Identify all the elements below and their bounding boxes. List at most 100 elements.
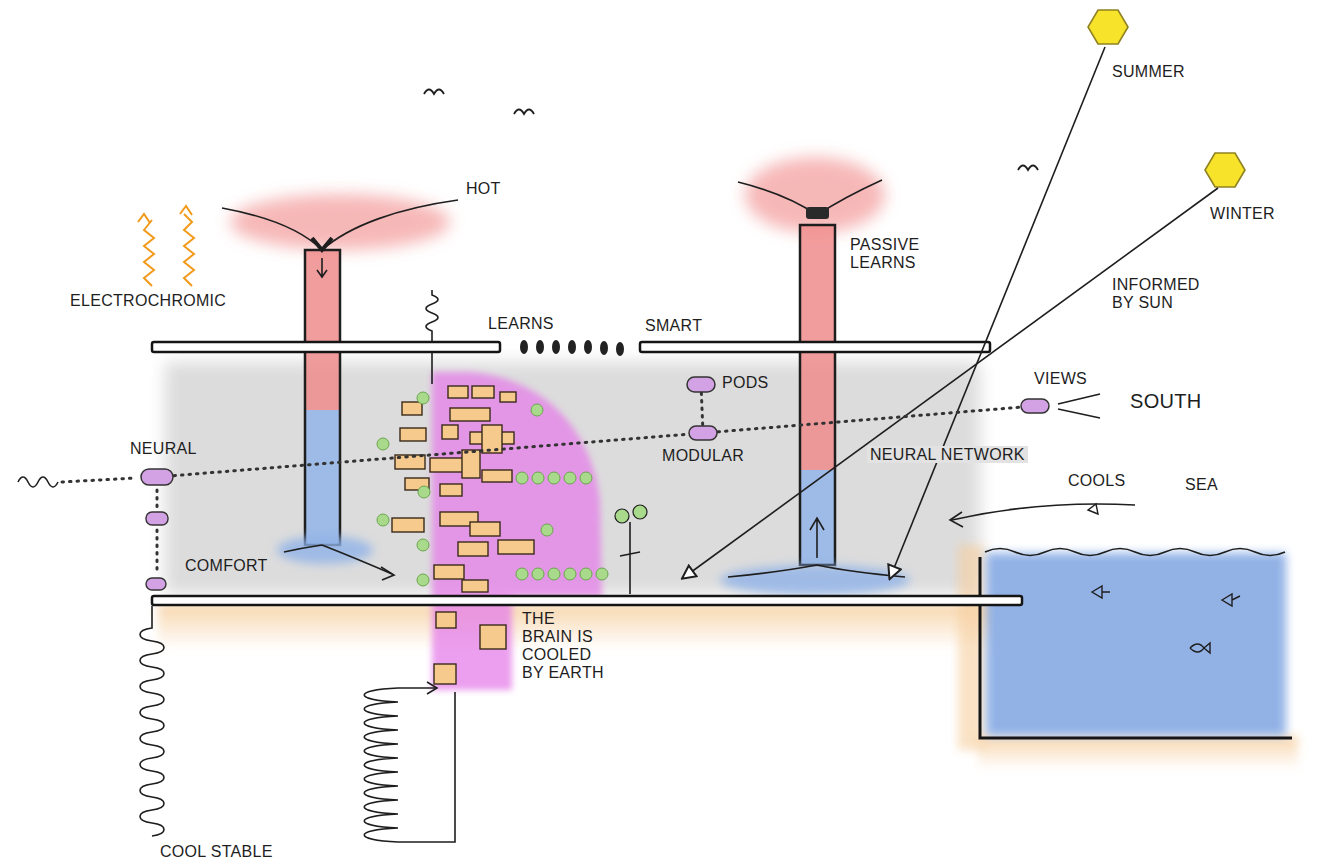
planting bbox=[548, 472, 560, 484]
cool-stack bbox=[305, 410, 340, 545]
airflow-arrowhead bbox=[381, 567, 394, 580]
stack-branch bbox=[738, 182, 817, 215]
pod-label: NEURAL bbox=[130, 440, 197, 458]
pod-outline bbox=[687, 377, 715, 392]
pod-shape bbox=[686, 376, 716, 393]
module-block bbox=[472, 386, 494, 398]
roof-sensor bbox=[426, 290, 438, 342]
louvre bbox=[616, 342, 624, 356]
heat-ray-head bbox=[138, 214, 150, 223]
heat-glow bbox=[745, 157, 885, 233]
sea-water bbox=[986, 553, 1286, 736]
module-block bbox=[458, 542, 488, 556]
tree-leaf bbox=[633, 505, 647, 519]
link-label: NEURAL NETWORK bbox=[867, 446, 1028, 464]
module-block bbox=[482, 425, 502, 453]
pod-outline bbox=[689, 426, 717, 440]
planting bbox=[532, 568, 544, 580]
louvre bbox=[520, 340, 528, 354]
module-block bbox=[402, 402, 422, 415]
winter-sun-ray bbox=[683, 188, 1218, 578]
neural-dots bbox=[62, 478, 136, 482]
heat-glow bbox=[230, 194, 450, 250]
louvre bbox=[584, 340, 592, 354]
sensor-pod: PODS bbox=[686, 376, 716, 393]
planting bbox=[580, 568, 592, 580]
sensor-pod bbox=[146, 512, 168, 525]
module-block bbox=[450, 408, 490, 421]
module-block bbox=[448, 386, 468, 398]
fish bbox=[1088, 504, 1098, 514]
breeze-arrow bbox=[952, 504, 1135, 520]
pod-label: MODULAR bbox=[662, 447, 744, 465]
roof-label: SMART bbox=[645, 317, 702, 335]
ground-coil bbox=[140, 606, 164, 836]
stack-branch bbox=[322, 545, 392, 574]
summer-sun-ray bbox=[890, 47, 1105, 578]
neural-pod: NEURAL bbox=[140, 468, 174, 486]
breeze-label: COOLS bbox=[1068, 472, 1126, 490]
pod-shape bbox=[688, 425, 718, 441]
summer-sun bbox=[1088, 10, 1128, 44]
fish bbox=[1222, 594, 1240, 606]
earth-shade bbox=[978, 736, 1298, 770]
module-block bbox=[482, 470, 512, 482]
roof-label: LEARNS bbox=[488, 315, 554, 333]
brain-note: THE BRAIN IS COOLED BY EARTH bbox=[522, 610, 606, 682]
heat-ray bbox=[144, 220, 154, 286]
stack-cap bbox=[312, 238, 332, 250]
louvre bbox=[600, 341, 608, 355]
module-block bbox=[434, 565, 464, 579]
cool-glow bbox=[720, 565, 910, 595]
louvre bbox=[552, 340, 560, 354]
stack-branch bbox=[284, 545, 322, 552]
module-block bbox=[470, 522, 500, 536]
winter-sun bbox=[1205, 153, 1245, 187]
planting bbox=[417, 539, 429, 551]
airflow-arrow bbox=[810, 518, 824, 558]
neural-link bbox=[701, 393, 702, 425]
module-block bbox=[500, 392, 516, 402]
pod-label: VIEWS bbox=[1034, 370, 1087, 388]
sea-wave bbox=[985, 549, 1285, 556]
warm-stack bbox=[305, 250, 340, 410]
bird bbox=[514, 110, 534, 115]
module-block bbox=[400, 428, 426, 441]
sensor-pod bbox=[146, 578, 166, 590]
breeze-arrowhead bbox=[950, 512, 963, 527]
bird bbox=[424, 90, 444, 95]
planting bbox=[532, 472, 544, 484]
season-label: SUMMER bbox=[1112, 63, 1185, 81]
planting bbox=[564, 568, 576, 580]
bird bbox=[1018, 166, 1038, 171]
modular-pod: MODULAR bbox=[688, 425, 718, 441]
neural-link bbox=[174, 434, 688, 475]
glazing-label: ELECTROCHROMIC bbox=[70, 292, 226, 310]
planting bbox=[377, 438, 389, 450]
planting bbox=[548, 568, 560, 580]
neural-dots bbox=[156, 490, 159, 510]
fish bbox=[1190, 643, 1210, 653]
season-label: WINTER bbox=[1210, 205, 1275, 223]
neural-dots bbox=[156, 530, 159, 574]
module-block bbox=[480, 625, 506, 649]
planting bbox=[417, 574, 429, 586]
ground-slab bbox=[152, 596, 1022, 605]
stack-branch bbox=[322, 200, 458, 250]
stack-branch bbox=[222, 208, 322, 250]
module-block bbox=[462, 450, 480, 478]
roof-panel bbox=[640, 342, 990, 352]
planting bbox=[541, 524, 553, 536]
planting bbox=[418, 486, 430, 498]
module-block bbox=[442, 425, 458, 439]
module-block bbox=[392, 518, 424, 532]
orientation-label: SOUTH bbox=[1130, 390, 1202, 412]
sea-label: SEA bbox=[1185, 476, 1218, 494]
sensor-wire bbox=[431, 352, 433, 384]
signal-wave bbox=[18, 477, 58, 487]
module-block bbox=[436, 612, 456, 628]
view-pointer bbox=[1058, 394, 1100, 418]
